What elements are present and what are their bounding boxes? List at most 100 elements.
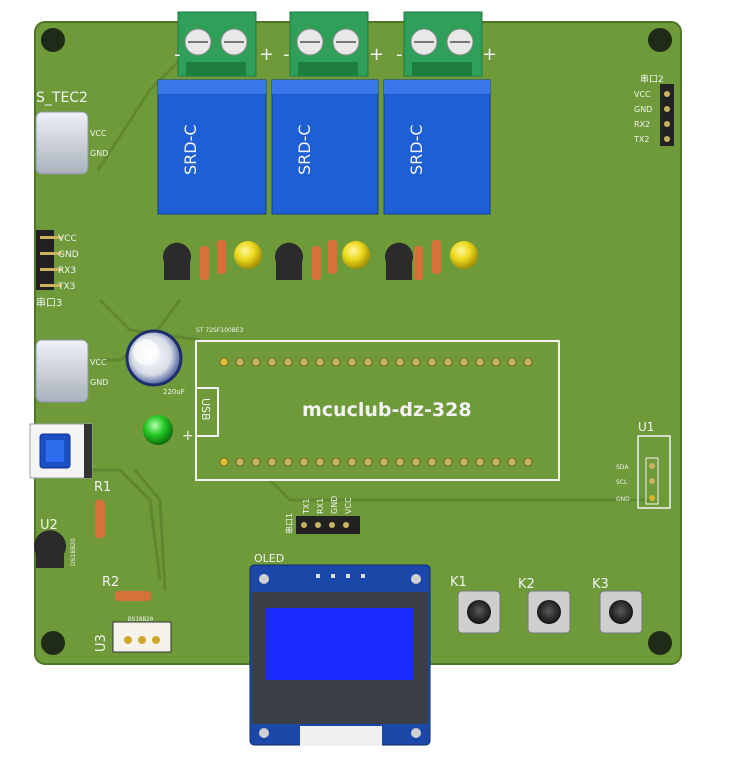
mcu-footprint: ST 72SF100BE3 USB mcuclub-dz-328: [195, 327, 560, 481]
uart-bottom-pin-4: VCC: [344, 497, 353, 514]
relay-3-minus: -: [396, 44, 403, 65]
led-yellow-1: [234, 241, 262, 269]
uart-right-header: 串口2 VCC GND RX2 TX2: [633, 74, 674, 146]
u3-label: U3: [94, 634, 109, 652]
mcu-pin: [267, 457, 277, 467]
power-top-name: S_TEC2: [36, 90, 88, 106]
mount-hole-tr: [648, 28, 672, 52]
u1-pin-3: GND: [616, 496, 630, 503]
uart-right-pin-1: VCC: [634, 90, 651, 99]
mcu-pin: [491, 457, 501, 467]
mount-hole-bl: [41, 631, 65, 655]
mcu-pin: [491, 357, 501, 367]
uart-left-header: VCC GND RX3 TX3 串口3: [36, 230, 79, 309]
power-connector-mid: VCC GND: [35, 339, 108, 403]
uart-bottom-header: TX1 RX1 GND VCC 串口1: [285, 496, 360, 534]
mcu-pin: [507, 457, 517, 467]
u1-label: U1: [638, 420, 654, 434]
u1-pin-1: SDA: [616, 464, 629, 471]
transistor-3: [385, 242, 413, 280]
power-mid-gnd: GND: [90, 378, 108, 387]
uart-left-pin-3: RX3: [58, 266, 76, 276]
mcu-pin: [219, 457, 229, 467]
mcu-pin: [331, 457, 341, 467]
u1-connector: U1 SDA SCL GND: [616, 420, 671, 509]
relay-1-body: [157, 79, 267, 215]
uart-bottom-pin-1: TX1: [302, 499, 311, 515]
r2-label: R2: [102, 575, 119, 590]
mcu-pin: [267, 357, 277, 367]
led-yellow-3: [450, 241, 478, 269]
key-1-label: K1: [450, 575, 467, 590]
mcu-pin: [459, 457, 469, 467]
mcu-pin: [427, 357, 437, 367]
mcu-pin: [523, 357, 533, 367]
uart-right-name: 串口2: [640, 74, 664, 85]
r1-label: R1: [94, 480, 111, 495]
mcu-bottom-pin-row: [219, 457, 533, 467]
relay-2-label: SRD-C: [295, 124, 314, 175]
uart-right-pin-4: TX2: [633, 135, 649, 144]
mcu-pin: [283, 457, 293, 467]
mcu-pin: [331, 357, 341, 367]
keys: K1 K2 K3: [450, 575, 643, 634]
mount-hole-tl: [41, 28, 65, 52]
uart-left-pin-2: GND: [58, 250, 79, 260]
led-yellow-2: [342, 241, 370, 269]
transistor-2: [275, 242, 303, 280]
relay-1-plus: +: [259, 44, 274, 65]
capacitor-220uf: 220uF: [125, 329, 185, 396]
mcu-pin: [427, 457, 437, 467]
key-3-label: K3: [592, 577, 609, 592]
mcu-pin: [523, 457, 533, 467]
power-top-gnd: GND: [90, 149, 108, 158]
mcu-pin: [283, 357, 293, 367]
mcu-pin: [363, 357, 373, 367]
mcu-pin: [299, 357, 309, 367]
relay-3-body: [383, 79, 491, 215]
oled-module: OLED: [249, 552, 431, 746]
u1-pin-2: SCL: [616, 479, 628, 486]
uart-bottom-pin-2: RX1: [316, 498, 325, 514]
mcu-pin: [251, 457, 261, 467]
capacitor-value: 220uF: [163, 388, 185, 396]
usb-label: USB: [199, 398, 212, 421]
transistor-1: [163, 242, 191, 280]
uart-right-pin-2: GND: [634, 105, 652, 114]
power-mid-vcc: VCC: [90, 358, 107, 367]
relay-1-minus: -: [174, 44, 181, 65]
u2-sensor: [33, 530, 66, 568]
mcu-pin: [507, 357, 517, 367]
power-connector-top: S_TEC2 VCC GND: [35, 90, 108, 175]
r1-resistor: [95, 500, 105, 538]
mcu-pin: [251, 357, 261, 367]
oled-screen: [266, 608, 414, 680]
uart-left-pin-4: TX3: [57, 282, 75, 292]
relay-1-label: SRD-C: [181, 124, 200, 175]
mcu-pin: [459, 357, 469, 367]
mount-hole-br: [648, 631, 672, 655]
mcu-pin: [475, 357, 485, 367]
uart-left-name: 串口3: [36, 297, 62, 309]
mcu-pin: [299, 457, 309, 467]
u2-body-text: DS18B20: [70, 538, 77, 566]
uart-bottom-name: 串口1: [285, 513, 294, 534]
mcu-pin: [315, 457, 325, 467]
led-green-plus: +: [182, 428, 194, 444]
oled-label: OLED: [254, 552, 284, 565]
mcu-pin: [315, 357, 325, 367]
led-green: [143, 415, 173, 445]
mcu-pin: [379, 457, 389, 467]
relay-2-body: [271, 79, 379, 215]
relay-2-minus: -: [283, 44, 290, 65]
mcu-pin: [443, 457, 453, 467]
board-title: mcuclub-dz-328: [302, 399, 472, 421]
uart-bottom-pin-3: GND: [330, 496, 339, 514]
relay-group-2: - + SRD-C: [271, 11, 384, 215]
r2-resistor: [115, 591, 151, 601]
mcu-pin: [347, 457, 357, 467]
mcu-small-text: ST 72SF100BE3: [196, 327, 244, 334]
mcu-pin: [363, 457, 373, 467]
u2-label: U2: [40, 518, 58, 533]
mcu-pin: [475, 457, 485, 467]
